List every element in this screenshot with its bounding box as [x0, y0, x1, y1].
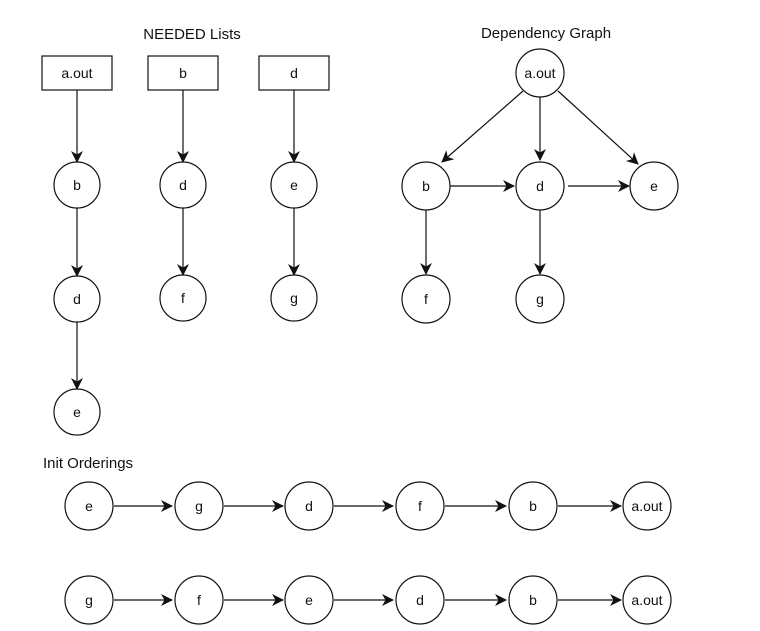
ordering-node: [174, 575, 224, 625]
needed-list-head-label: a.out: [61, 65, 92, 81]
ordering-node: [508, 575, 558, 625]
init-ordering-2: g f e d b a.out: [64, 575, 672, 625]
graph-node-d: [515, 161, 565, 211]
needed-list-node-label: b: [73, 177, 81, 193]
graph-node-f: [401, 274, 451, 324]
graph-node-label: b: [422, 178, 430, 194]
init-ordering-1: e g d f b a.out: [64, 481, 672, 531]
ordering-node-label: f: [418, 498, 422, 514]
graph-node-b: [401, 161, 451, 211]
graph-node-label: a.out: [524, 65, 555, 81]
needed-list-node-label: e: [73, 404, 81, 420]
ordering-node: [395, 575, 445, 625]
ordering-node-label: a.out: [631, 592, 662, 608]
needed-list-node: [53, 388, 101, 436]
needed-list-node-label: e: [290, 177, 298, 193]
graph-node-label: f: [424, 291, 428, 307]
ordering-node: [622, 481, 672, 531]
dependency-graph-title: Dependency Graph: [481, 25, 611, 42]
ordering-node-label: f: [197, 592, 201, 608]
needed-list-head-box: [41, 55, 113, 91]
needed-list-head-box: [258, 55, 330, 91]
ordering-node: [622, 575, 672, 625]
needed-list-head-box: [147, 55, 219, 91]
graph-node-e: [629, 161, 679, 211]
needed-list-node: [159, 274, 207, 322]
ordering-node: [284, 481, 334, 531]
graph-node-aout: [515, 48, 565, 98]
needed-list-d: d e g: [258, 55, 330, 322]
init-orderings-title: Init Orderings: [43, 455, 133, 472]
needed-list-head-label: d: [290, 65, 298, 81]
ordering-node: [174, 481, 224, 531]
needed-list-head-label: b: [179, 65, 187, 81]
dependency-graph: a.out b d e f g: [401, 48, 679, 324]
ordering-node: [284, 575, 334, 625]
graph-edge-aout-b: [441, 90, 524, 163]
needed-list-b: b d f: [147, 55, 219, 322]
needed-list-node-label: f: [181, 290, 185, 306]
ordering-node-label: e: [305, 592, 313, 608]
ordering-node-label: b: [529, 498, 537, 514]
ordering-node: [64, 575, 114, 625]
ordering-node: [395, 481, 445, 531]
ordering-node-label: d: [416, 592, 424, 608]
ordering-node-label: b: [529, 592, 537, 608]
needed-list-aout: a.out b d e: [41, 55, 113, 436]
graph-node-label: e: [650, 178, 658, 194]
ordering-node-label: g: [85, 592, 93, 608]
ordering-node-label: a.out: [631, 498, 662, 514]
needed-list-node-label: d: [73, 291, 81, 307]
needed-lists-title: NEEDED Lists: [143, 26, 241, 43]
ordering-node: [64, 481, 114, 531]
graph-node-g: [515, 274, 565, 324]
graph-node-label: g: [536, 291, 544, 307]
needed-list-node: [270, 274, 318, 322]
ordering-node-label: e: [85, 498, 93, 514]
needed-list-node-label: g: [290, 290, 298, 306]
graph-node-label: d: [536, 178, 544, 194]
ordering-node: [508, 481, 558, 531]
ordering-node-label: g: [195, 498, 203, 514]
ordering-node-label: d: [305, 498, 313, 514]
needed-list-node-label: d: [179, 177, 187, 193]
graph-edge-aout-e: [557, 90, 639, 165]
